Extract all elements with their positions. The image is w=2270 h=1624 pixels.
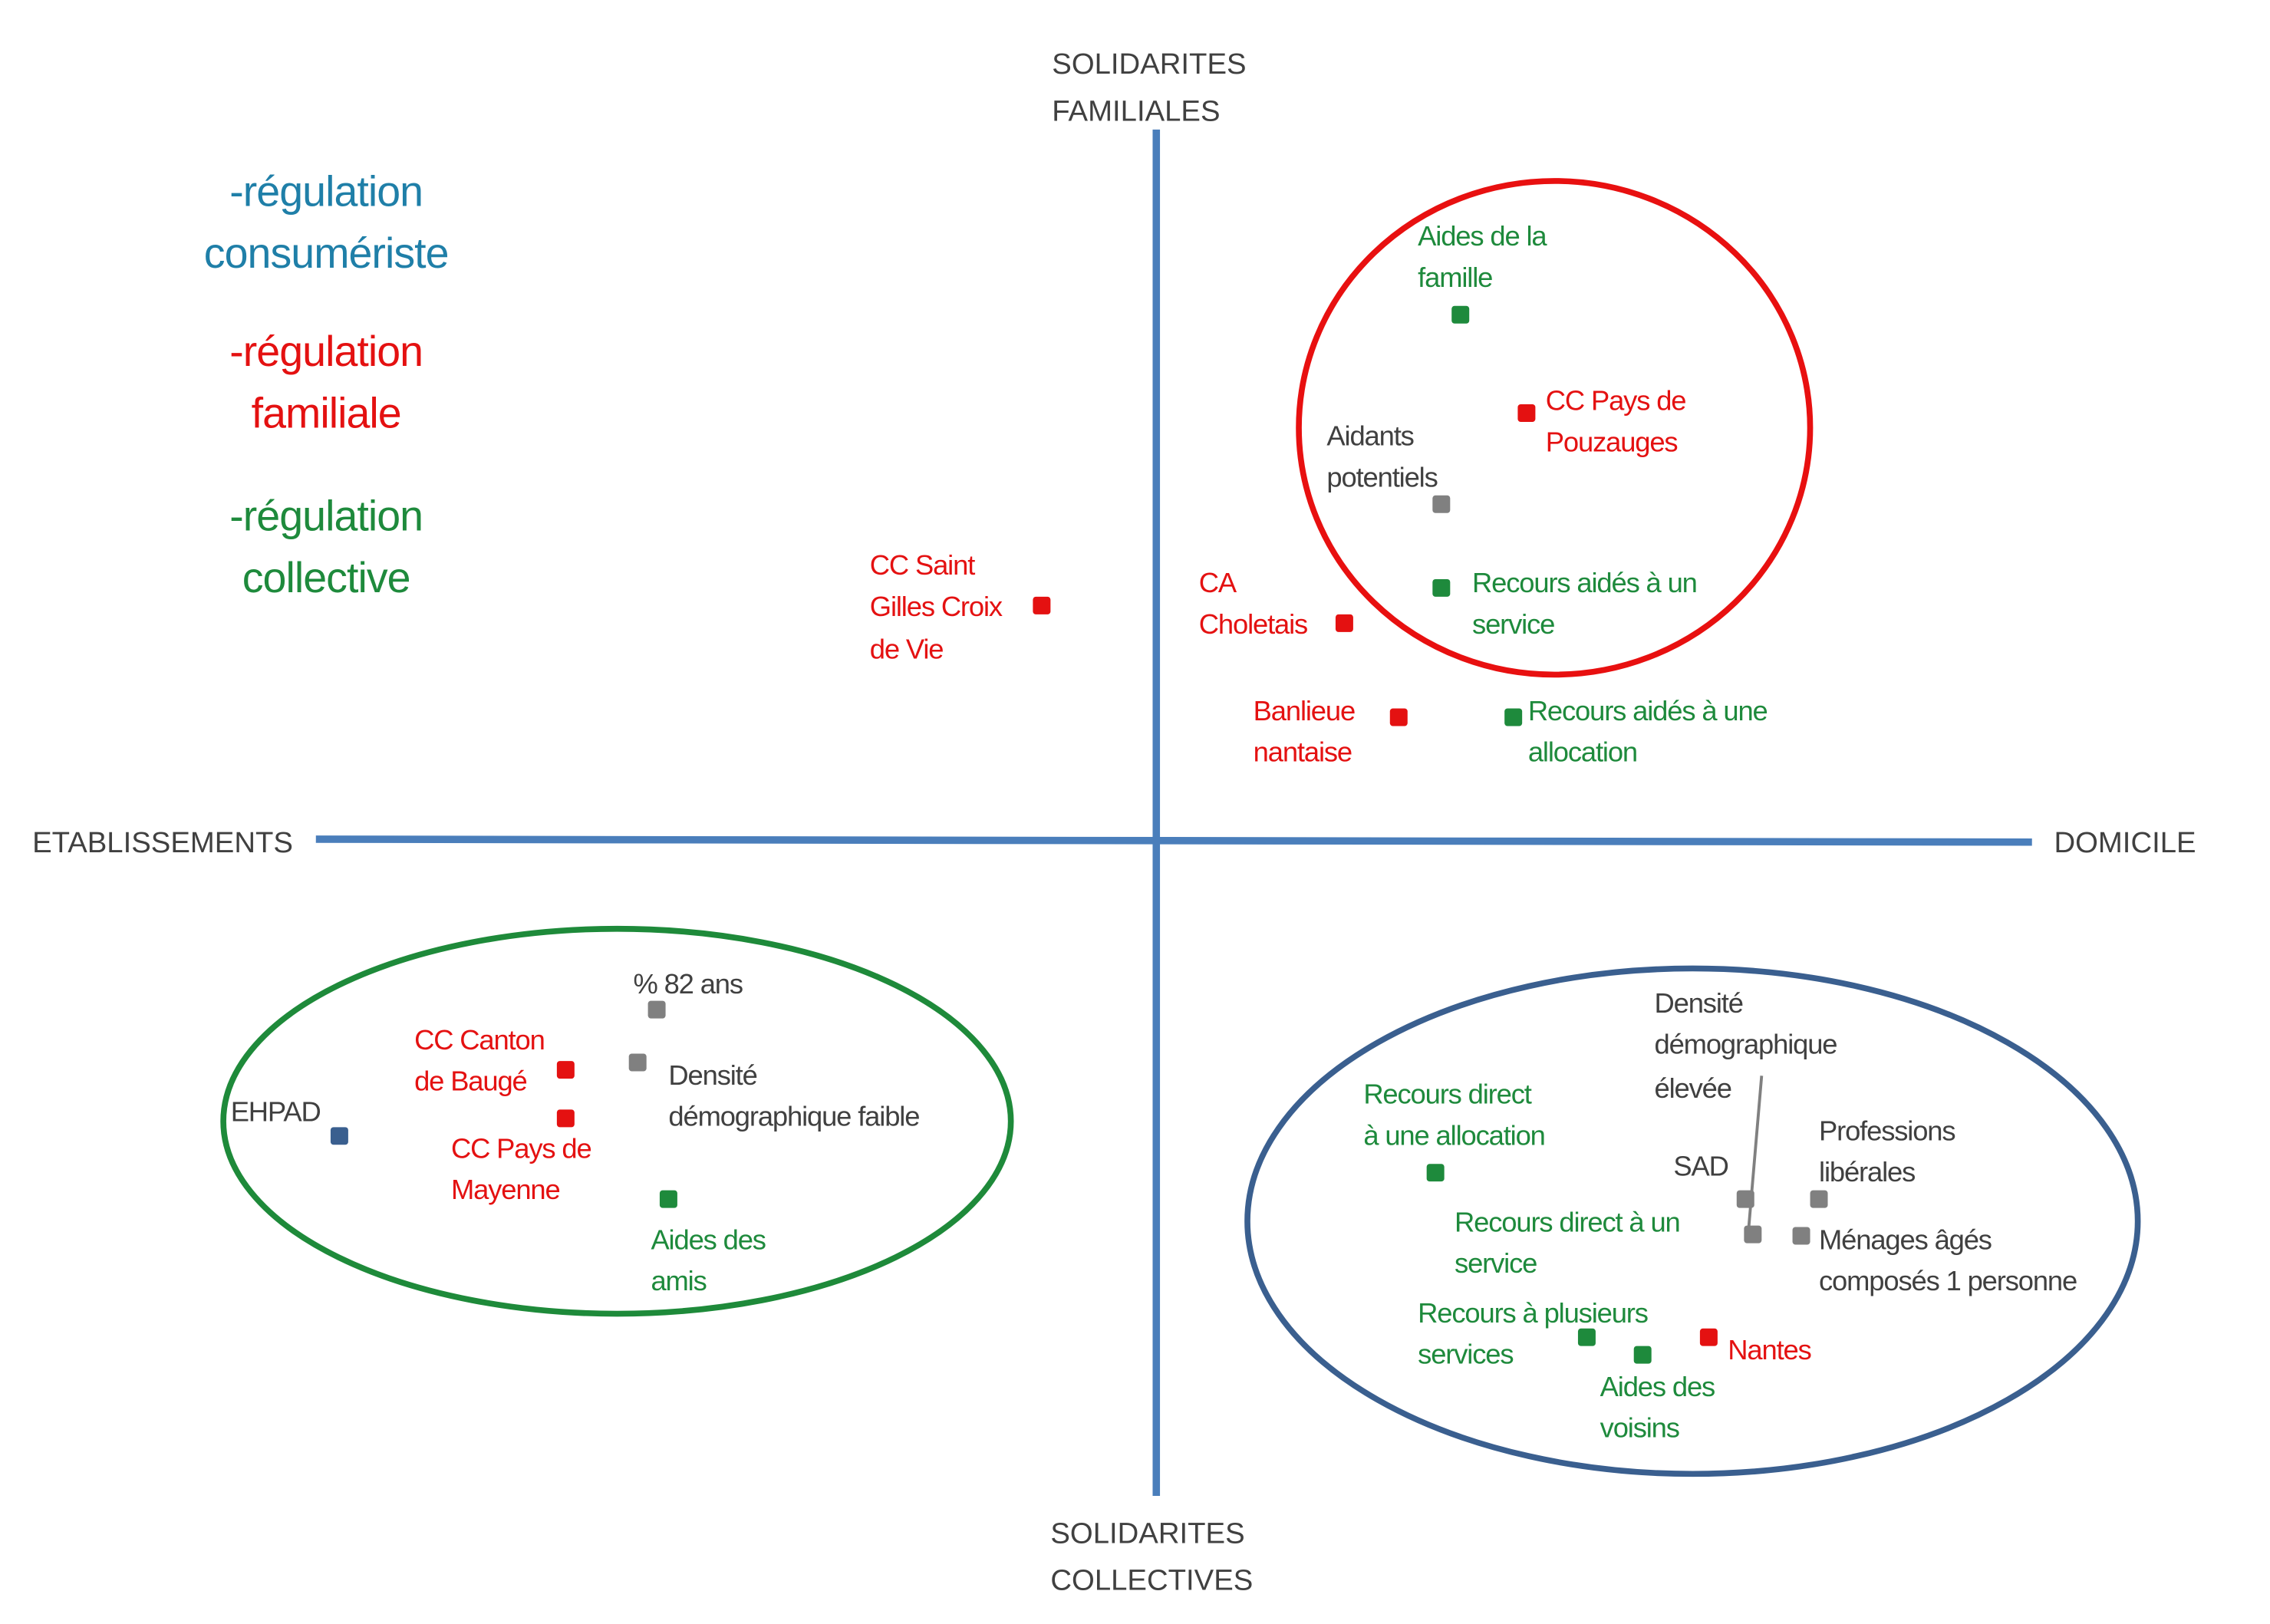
point-pct82 [647,1000,666,1019]
point-recours-plusieurs [1577,1328,1596,1346]
point-recours-direct-allocation [1426,1164,1445,1182]
point-menages [1792,1227,1810,1245]
label-pct82: % 82 ans [633,968,742,1000]
point-densite-faible [628,1053,647,1072]
point-recours-aides-service [1432,578,1451,597]
points [330,305,1828,1364]
point-densite-elevee [1744,1225,1762,1244]
point-cc-bauge [556,1061,575,1079]
point-aidants [1432,495,1451,513]
collective-group-ellipse [220,925,1014,1317]
densite-elevee-leader-line [1747,1076,1764,1232]
label-nantes: Nantes [1728,1334,1810,1365]
point-aides-famille [1451,305,1470,324]
point-cc-saint-gilles [1033,596,1051,614]
point-cc-pouzauges [1517,404,1536,423]
point-nantes [1699,1328,1718,1346]
point-aides-amis [659,1190,677,1208]
point-recours-aides-allocation [1504,708,1523,726]
point-ehpad [330,1127,348,1145]
familiale-group-ellipse [1296,178,1814,678]
horizontal-axis [315,835,2032,846]
point-professions [1810,1190,1828,1208]
label-sad: SAD [1673,1151,1728,1182]
axis-left-label: ETABLISSEMENTS [32,826,293,859]
point-banlieue-nantaise [1389,708,1408,726]
axis-right-label: DOMICILE [2054,826,2196,859]
label-ehpad: EHPAD [231,1096,321,1128]
domicile-group-ellipse [1244,965,2141,1477]
point-cc-mayenne [556,1109,575,1128]
point-sad [1736,1190,1754,1208]
point-ca-choletais [1335,614,1353,632]
point-aides-voisins [1633,1346,1652,1364]
